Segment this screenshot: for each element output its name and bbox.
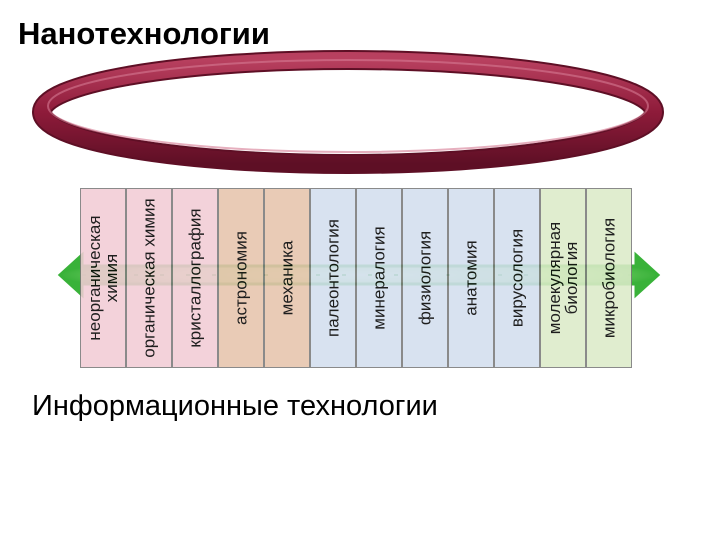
nanotech-ring-shine <box>47 59 649 153</box>
discipline-column: минералогия <box>356 188 402 368</box>
discipline-column: анатомия <box>448 188 494 368</box>
discipline-label: молекулярная биология <box>545 221 581 335</box>
discipline-label: органическая химия <box>139 198 159 358</box>
page-title: Нанотехнологии <box>18 16 270 51</box>
discipline-label: микробиология <box>599 217 619 339</box>
discipline-label: астрономия <box>231 231 251 325</box>
discipline-label: механика <box>277 240 297 316</box>
discipline-label: неорганическая химия <box>85 215 121 341</box>
nanotech-ring-highlight <box>34 52 662 172</box>
discipline-label: минералогия <box>369 226 389 330</box>
discipline-label: палеонтология <box>323 218 343 338</box>
discipline-column: органическая химия <box>126 188 172 368</box>
discipline-column: механика <box>264 188 310 368</box>
discipline-column: физиология <box>402 188 448 368</box>
discipline-label: анатомия <box>461 240 481 316</box>
discipline-column: неорганическая химия <box>80 188 126 368</box>
discipline-label: вирусология <box>507 228 527 328</box>
discipline-column: палеонтология <box>310 188 356 368</box>
discipline-column: микробиология <box>586 188 632 368</box>
discipline-column: астрономия <box>218 188 264 368</box>
discipline-label: кристаллография <box>185 208 205 348</box>
discipline-column: кристаллография <box>172 188 218 368</box>
info-tech-label: Информационные технологии <box>32 390 438 422</box>
discipline-column: вирусология <box>494 188 540 368</box>
discipline-label: физиология <box>415 230 435 326</box>
discipline-column: молекулярная биология <box>540 188 586 368</box>
